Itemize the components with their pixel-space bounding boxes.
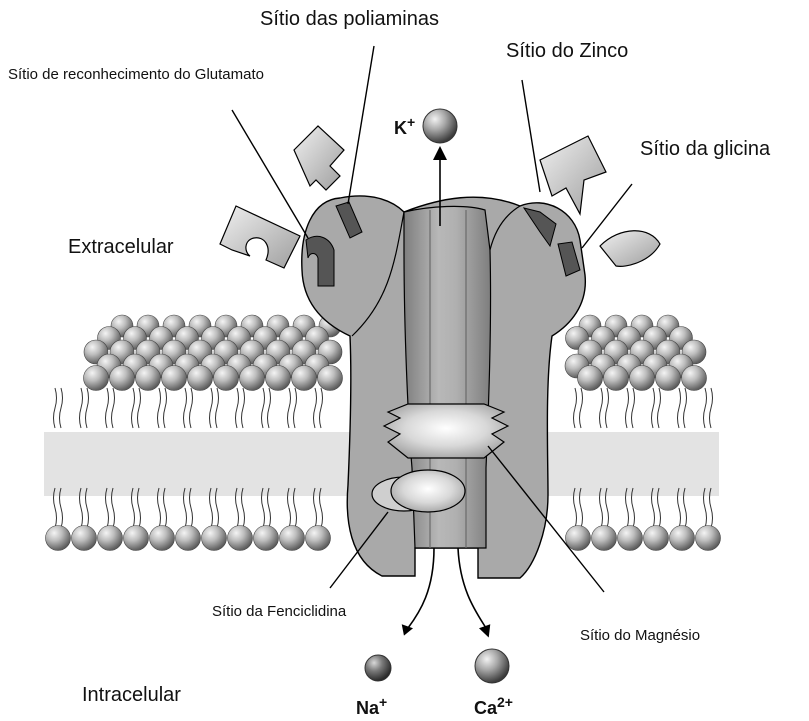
lipid-head [150, 526, 175, 551]
lipid-head [240, 366, 265, 391]
calcium-ion-label: Ca2+ [474, 694, 513, 719]
sodium-ion [365, 655, 391, 681]
lipid-tail [288, 388, 297, 428]
lipid-tail [262, 388, 271, 428]
lipid-tail [652, 388, 661, 428]
lipid-head [162, 366, 187, 391]
calcium-ion [475, 649, 509, 683]
lipid-tail [80, 388, 89, 428]
lipid-head [682, 366, 707, 391]
lipid-tail [626, 388, 635, 428]
zinc-leader-line [522, 80, 540, 192]
lipid-tail [132, 388, 141, 428]
lipid-head [176, 526, 201, 551]
zinc-ligand-shape [540, 136, 606, 214]
lipid-head [656, 366, 681, 391]
magnesium-site-label: Sítio do Magnésio [580, 627, 700, 644]
extracellular-label: Extracelular [68, 236, 174, 259]
potassium-ion-label: K+ [394, 114, 415, 139]
glycine-site-label: Sítio da glicina [640, 138, 770, 161]
lipid-tail [210, 388, 219, 428]
polyamine-leader-line [348, 46, 374, 204]
lipid-tail [236, 388, 245, 428]
lipid-head [592, 526, 617, 551]
lipid-head [110, 366, 135, 391]
calcium-arrowhead [479, 624, 494, 639]
lipid-head [84, 366, 109, 391]
lipid-head [630, 366, 655, 391]
lipid-head [202, 526, 227, 551]
lipid-head [136, 366, 161, 391]
sodium-arrowhead [398, 624, 413, 638]
lipid-tail [158, 388, 167, 428]
lipid-head [188, 366, 213, 391]
lipid-head [266, 366, 291, 391]
lipid-head [280, 526, 305, 551]
lipid-head [292, 366, 317, 391]
lipid-head [306, 526, 331, 551]
lipid-head [604, 366, 629, 391]
lipid-tail [184, 388, 193, 428]
lipid-head [644, 526, 669, 551]
lipid-tail [600, 388, 609, 428]
lipid-head [228, 526, 253, 551]
lipid-head [72, 526, 97, 551]
sodium-ion-label: Na+ [356, 694, 387, 719]
phencyclidine-site [391, 470, 465, 512]
lipid-tail [54, 388, 63, 428]
lipid-head [46, 526, 71, 551]
potassium-arrowhead [433, 146, 447, 160]
phencyclidine-site-label: Sítio da Fenciclidina [212, 603, 346, 620]
lipid-head [578, 366, 603, 391]
lipid-head [124, 526, 149, 551]
lipid-head [566, 526, 591, 551]
lipid-head [696, 526, 721, 551]
lipid-tail [106, 388, 115, 428]
polyamine-ligand-shape [294, 126, 344, 190]
glycine-ligand-shape [600, 231, 660, 267]
lipid-head [214, 366, 239, 391]
lipid-tail [314, 388, 323, 428]
lipid-head [670, 526, 695, 551]
lipid-head [98, 526, 123, 551]
potassium-ion [423, 109, 457, 143]
intracellular-label: Intracelular [82, 684, 181, 707]
polyamine-site-label: Sítio das poliaminas [260, 8, 439, 31]
lipid-tail [574, 388, 583, 428]
magnesium-block [384, 404, 508, 458]
glutamate-site-label: Sítio de reconhecimento do Glutamato [8, 66, 264, 83]
lipid-head [618, 526, 643, 551]
glutamate-ligand-shape [220, 206, 300, 268]
lipid-head [318, 366, 343, 391]
lipid-head [254, 526, 279, 551]
lipid-tail [704, 388, 713, 428]
zinc-site-label: Sítio do Zinco [506, 40, 628, 63]
lipid-tail [678, 388, 687, 428]
